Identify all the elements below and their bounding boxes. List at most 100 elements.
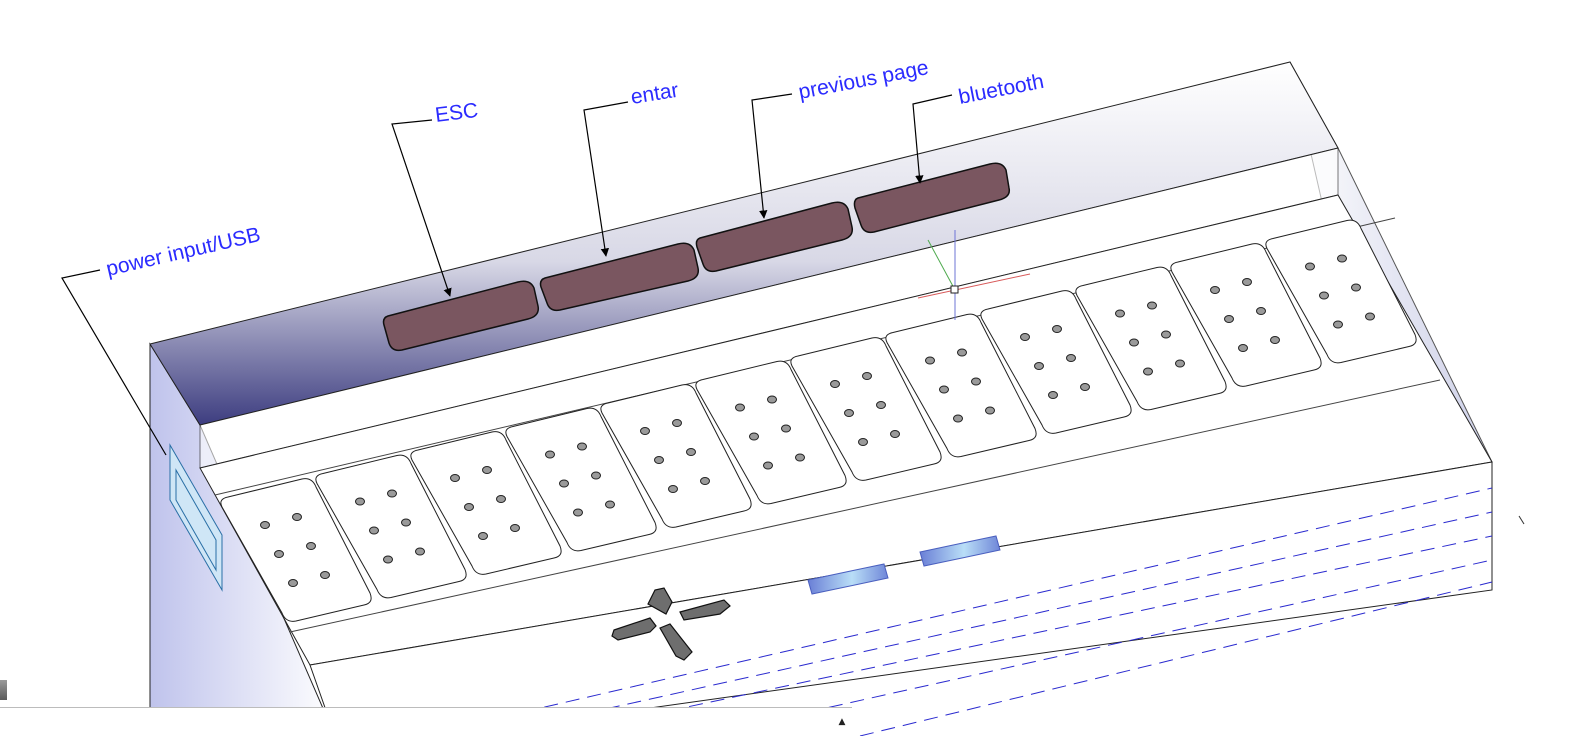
braille-cell-plate xyxy=(980,290,1132,434)
braille-dot xyxy=(1129,338,1139,347)
braille-cell xyxy=(885,313,1037,458)
braille-dot xyxy=(1080,383,1090,391)
braille-cell-plate xyxy=(1075,266,1227,411)
braille-dot xyxy=(957,348,967,357)
braille-dot xyxy=(1238,344,1248,352)
braille-dot xyxy=(355,497,365,506)
braille-dot xyxy=(654,456,664,464)
braille-dot xyxy=(1210,286,1220,294)
braille-cell-plate xyxy=(790,337,942,481)
braille-cell-plate xyxy=(885,313,1037,458)
braille-dot xyxy=(1161,330,1171,339)
braille-cell-plate xyxy=(695,360,847,505)
braille-dot xyxy=(464,503,474,511)
braille-cell xyxy=(1170,243,1322,387)
braille-dot xyxy=(862,372,872,380)
bluetooth-button xyxy=(853,162,1011,234)
braille-dot xyxy=(591,471,601,480)
braille-dot xyxy=(1147,301,1157,310)
braille-dot xyxy=(482,466,492,474)
braille-cell-plate xyxy=(1265,219,1417,364)
window-resize-handle[interactable] xyxy=(0,680,7,700)
braille-dot xyxy=(1256,307,1266,315)
directional-pad-icon xyxy=(611,587,731,661)
braille-dot xyxy=(1020,333,1030,341)
front-face-hatching xyxy=(479,487,1493,736)
braille-dot xyxy=(274,550,284,558)
braille-dot xyxy=(545,450,555,459)
braille-dot xyxy=(510,524,520,532)
braille-dot xyxy=(1175,359,1185,368)
function-buttons xyxy=(382,162,1011,352)
braille-dot xyxy=(985,406,995,415)
braille-dot xyxy=(1224,315,1234,323)
braille-dot xyxy=(573,508,583,517)
enter-button xyxy=(539,242,700,312)
braille-dot xyxy=(1305,262,1315,271)
braille-dot xyxy=(735,403,745,412)
braille-dot xyxy=(1351,283,1361,292)
previous-page-button xyxy=(695,201,854,273)
braille-cell xyxy=(695,360,847,505)
power-usb-port xyxy=(169,443,223,592)
braille-dot xyxy=(876,401,886,409)
previous-page-label: previous page xyxy=(797,56,931,104)
braille-dot xyxy=(830,380,840,388)
braille-dot xyxy=(288,579,298,587)
indicator-right xyxy=(919,535,1001,567)
braille-dot xyxy=(781,424,791,433)
braille-dot xyxy=(306,542,316,550)
braille-dot xyxy=(577,442,587,451)
braille-dot xyxy=(1143,367,1153,376)
callout-leaders xyxy=(61,93,953,456)
esc-label: ESC xyxy=(434,99,480,127)
command-line-bar[interactable] xyxy=(0,707,852,737)
braille-dot xyxy=(1034,362,1044,370)
braille-dot xyxy=(1270,336,1280,344)
braille-dot xyxy=(767,395,777,404)
braille-cell xyxy=(790,337,942,481)
braille-dot xyxy=(749,432,759,441)
braille-dot xyxy=(401,518,411,527)
cad-axis-marker xyxy=(917,230,1031,320)
braille-dot xyxy=(890,430,900,438)
indicator-left xyxy=(807,563,889,595)
braille-cell-plate xyxy=(1170,243,1322,387)
braille-dot xyxy=(320,571,330,579)
braille-dot xyxy=(387,489,397,498)
braille-dot xyxy=(415,547,425,556)
braille-dot xyxy=(668,485,678,493)
scroll-up-arrow-icon[interactable]: ▲ xyxy=(838,717,846,727)
braille-dot xyxy=(925,356,935,365)
braille-dot xyxy=(369,526,379,535)
braille-dot xyxy=(971,377,981,386)
braille-cell-plate xyxy=(505,407,657,552)
braille-cell xyxy=(505,407,657,552)
braille-dot xyxy=(605,500,615,509)
braille-dot xyxy=(260,521,270,529)
braille-dot xyxy=(858,438,868,446)
braille-dot xyxy=(559,479,569,488)
braille-dot xyxy=(1052,325,1062,333)
braille-dot xyxy=(672,419,682,427)
braille-dot xyxy=(450,474,460,482)
braille-dot xyxy=(1242,278,1252,286)
braille-dot xyxy=(686,448,696,456)
braille-cell xyxy=(410,431,562,575)
braille-dot xyxy=(1115,309,1125,318)
esc-button xyxy=(382,280,540,352)
braille-cell-plate xyxy=(600,384,752,528)
braille-dot xyxy=(953,414,963,423)
braille-dot xyxy=(795,453,805,462)
braille-cells xyxy=(220,219,1417,622)
braille-dot xyxy=(1333,320,1343,329)
braille-dot xyxy=(292,513,302,521)
enter-label: entar xyxy=(629,79,680,109)
braille-cell xyxy=(1075,266,1227,411)
stray-tick xyxy=(1518,515,1525,525)
braille-cell-plate xyxy=(315,454,467,599)
braille-dot xyxy=(1319,291,1329,300)
braille-cell xyxy=(315,454,467,599)
braille-dot xyxy=(763,461,773,470)
